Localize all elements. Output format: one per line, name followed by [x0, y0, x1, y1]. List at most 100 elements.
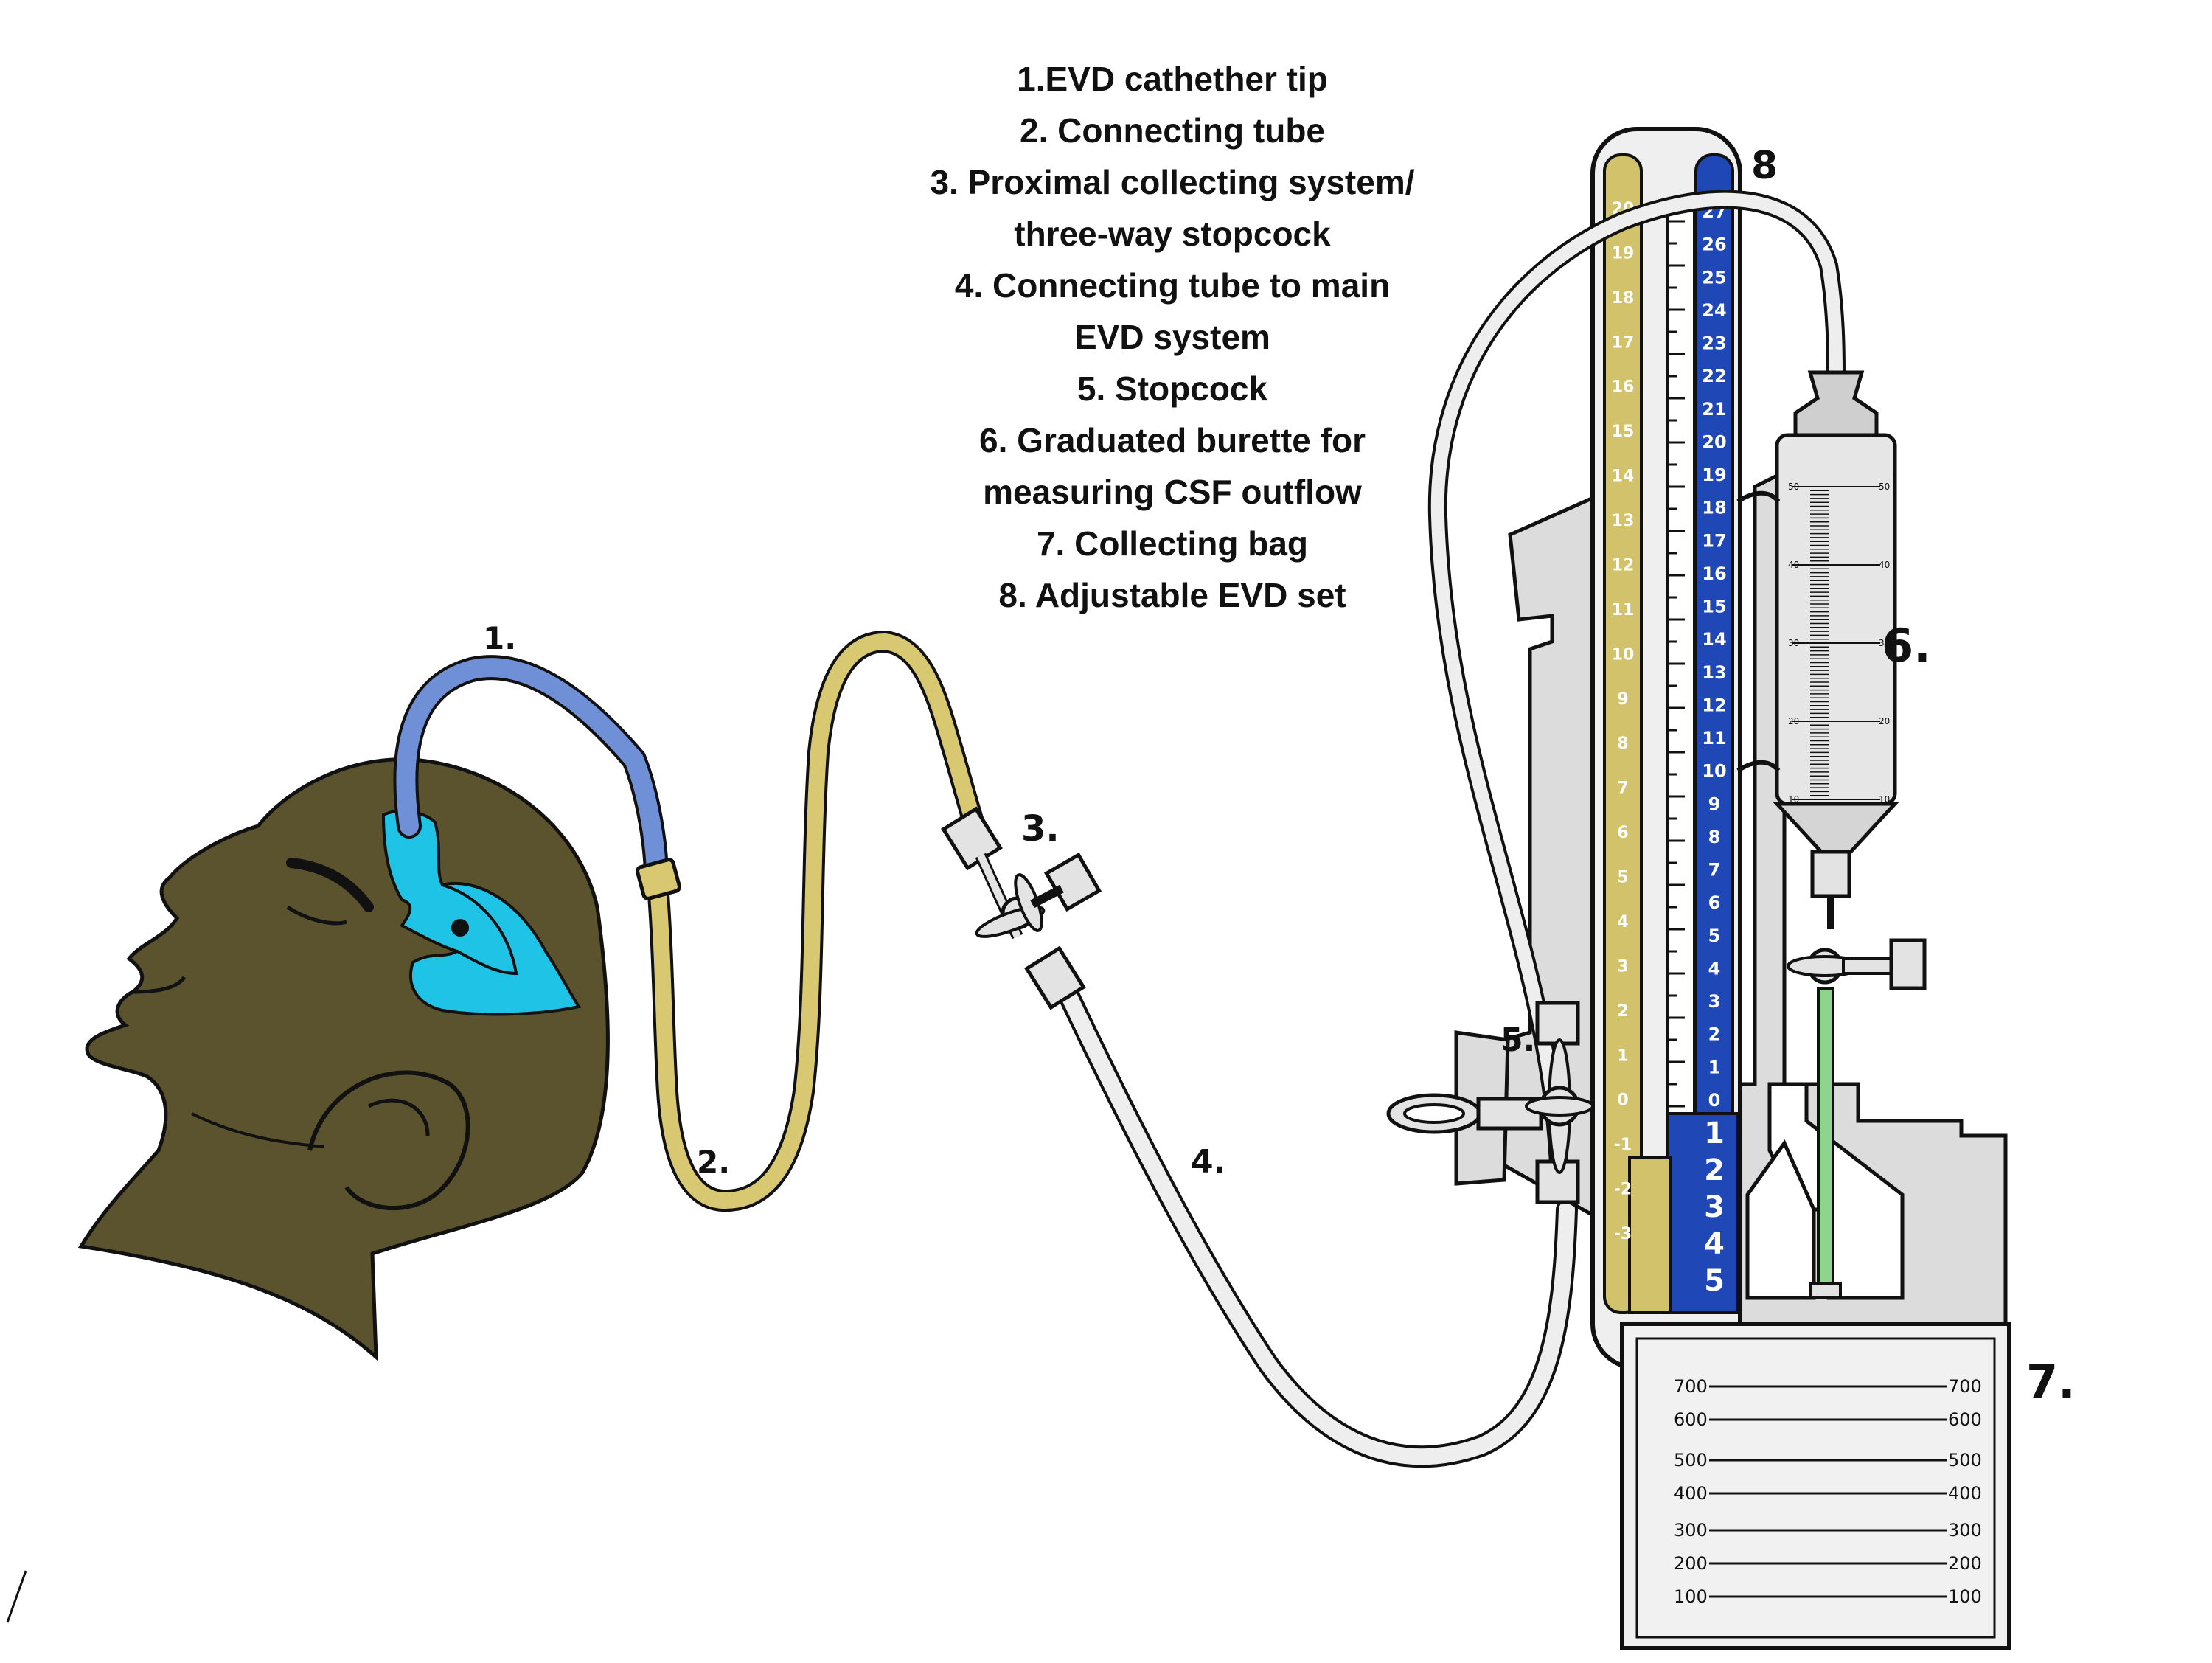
blue-scale-label: 5 — [1708, 926, 1721, 946]
blue-scale-label: 1 — [1704, 1117, 1725, 1150]
bag-label-left: 700 — [1674, 1376, 1708, 1397]
legend-list: 1.EVD cathether tip 2. Connecting tube 3… — [922, 53, 1423, 621]
yellow-reservoir — [1628, 1156, 1672, 1314]
yellow-scale-label: 2 — [1617, 1002, 1628, 1021]
blue-scale-label: 26 — [1702, 235, 1726, 255]
yellow-scale-label: 0 — [1617, 1091, 1628, 1110]
callout-1: 1. — [483, 620, 516, 656]
bag-label-left: 100 — [1674, 1586, 1708, 1607]
blue-scale-label: 21 — [1702, 399, 1726, 420]
blue-scale-label: 9 — [1708, 794, 1721, 814]
blue-scale-label: 7 — [1708, 860, 1721, 881]
blue-scale-label: 24 — [1702, 300, 1726, 321]
burette-cap — [1793, 370, 1879, 437]
collecting-bag — [1620, 1322, 2011, 1650]
pupil — [451, 919, 469, 937]
green-drain-tube — [1817, 987, 1834, 1292]
yellow-scale-label: 3 — [1617, 957, 1628, 976]
yellow-scale-label: 16 — [1612, 378, 1635, 397]
yellow-scale-label: 18 — [1612, 289, 1635, 308]
blue-scale-label: 4 — [1708, 958, 1721, 979]
blue-scale-label: 16 — [1702, 563, 1726, 584]
burette-label: 40 — [1788, 560, 1799, 570]
legend-item-8: 8. Adjustable EVD set — [998, 576, 1346, 614]
stopcock-5 — [1386, 1001, 1594, 1204]
callout-2: 2. — [697, 1144, 730, 1180]
bag-label-left: 300 — [1674, 1520, 1708, 1541]
evd-catheter — [393, 655, 669, 890]
sketch-mark — [6, 1570, 27, 1623]
head-silhouette — [77, 757, 610, 1361]
blue-scale-label: 19 — [1702, 465, 1726, 485]
yellow-scale-label: 9 — [1617, 690, 1628, 709]
blue-scale-labels: 2726252423222120191817161514131211109876… — [1702, 201, 1726, 1298]
connecting-tube — [636, 630, 988, 1212]
bag-label-left: 600 — [1674, 1409, 1708, 1430]
patient-head — [77, 757, 610, 1361]
ventricle-highlight — [381, 809, 582, 1016]
bag-label-right: 300 — [1948, 1520, 1982, 1541]
bag-label-right: 400 — [1948, 1483, 1982, 1504]
blue-scale-label: 22 — [1702, 366, 1726, 386]
center-scale-ticks — [1669, 220, 1685, 1108]
jaw-line — [191, 1112, 325, 1148]
blue-scale-label: 2 — [1704, 1153, 1725, 1187]
yellow-scale-strip — [1603, 153, 1643, 1314]
blue-scale-label: 17 — [1702, 530, 1726, 551]
bag-label-right: 500 — [1948, 1450, 1982, 1471]
callout-5: 5. — [1500, 1021, 1535, 1059]
yellow-scale-label: -1 — [1614, 1136, 1632, 1154]
legend-item-6: 6. Graduated burette for measuring CSF o… — [979, 421, 1366, 511]
blue-scale-label: 20 — [1702, 431, 1726, 452]
bag-label-right: 700 — [1948, 1376, 1982, 1397]
blue-scale-label: 0 — [1708, 1090, 1721, 1111]
burette-label: 10 — [1788, 794, 1799, 805]
yellow-scale-label: 19 — [1612, 244, 1635, 263]
burette-label: 10 — [1879, 794, 1890, 805]
ear — [307, 1070, 470, 1211]
burette-label: 20 — [1879, 716, 1890, 726]
yellow-scale-label: 13 — [1612, 512, 1635, 530]
bag-label-right: 200 — [1948, 1553, 1982, 1574]
blue-scale-label: 25 — [1702, 267, 1726, 288]
blue-scale-label: 1 — [1708, 1057, 1721, 1077]
yellow-scale-label: 1 — [1617, 1046, 1628, 1065]
yellow-scale-label: -2 — [1614, 1181, 1632, 1199]
legend-item-3: 3. Proximal collecting system/ three-way… — [930, 163, 1415, 253]
blue-scale-label: 10 — [1702, 761, 1726, 782]
blue-scale-label: 4 — [1704, 1227, 1725, 1261]
center-scale — [1666, 205, 1696, 1115]
callout-3: 3. — [1021, 808, 1060, 850]
yellow-scale-label: 15 — [1612, 423, 1635, 441]
blue-scale-label: 14 — [1702, 629, 1726, 650]
burette-cone — [1773, 802, 1899, 854]
legend-item-7: 7. Collecting bag — [1036, 524, 1309, 563]
blue-scale-label: 6 — [1708, 892, 1721, 913]
callout-7: 7. — [2026, 1355, 2076, 1409]
yellow-scale-label: 6 — [1617, 824, 1628, 842]
burette-label: 30 — [1879, 638, 1890, 648]
yellow-scale-label: 10 — [1612, 645, 1635, 664]
burette-label: 20 — [1788, 716, 1799, 726]
callout-6: 6. — [1882, 619, 1931, 673]
connecting-tube-main — [1051, 970, 1578, 1468]
yellow-scale-label: 14 — [1612, 468, 1635, 486]
legend-item-5: 5. Stopcock — [1077, 369, 1268, 408]
yellow-scale-label: 12 — [1612, 556, 1635, 574]
bag-label-left: 400 — [1674, 1483, 1708, 1504]
blue-scale-label: 12 — [1702, 695, 1726, 715]
yellow-scale-label: 17 — [1612, 333, 1635, 352]
yellow-scale-label: 5 — [1617, 869, 1628, 887]
yellow-scale-label: 4 — [1617, 913, 1628, 931]
three-way-stopcock — [941, 806, 1102, 1010]
eyebrow — [286, 858, 374, 912]
closed-eye — [286, 905, 347, 926]
blue-reservoir — [1666, 1112, 1739, 1314]
blue-scale-label: 23 — [1702, 333, 1726, 354]
bag-label-left: 200 — [1674, 1553, 1708, 1574]
blue-scale-label: 13 — [1702, 662, 1726, 683]
legend-item-4: 4. Connecting tube to main EVD system — [954, 266, 1391, 356]
